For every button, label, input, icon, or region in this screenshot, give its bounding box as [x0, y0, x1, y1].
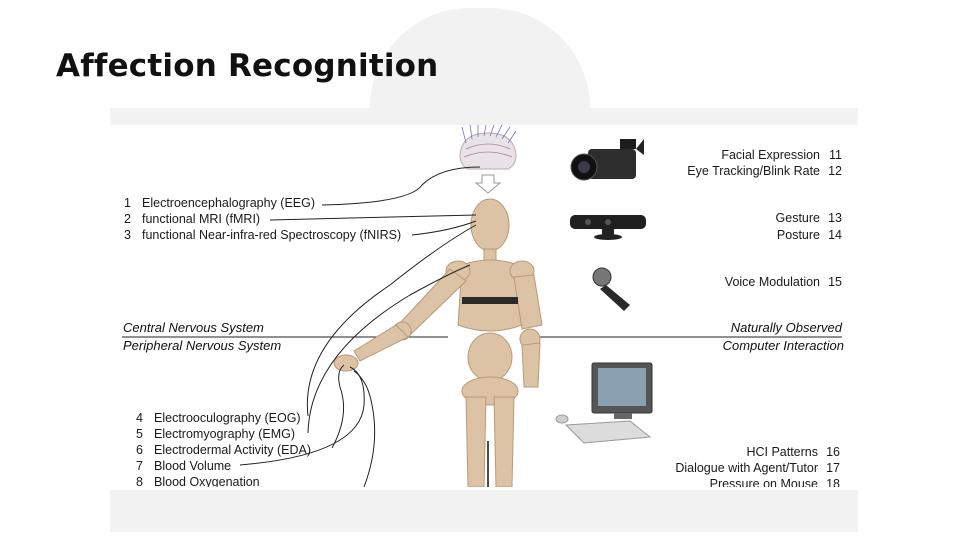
- item-label: Blood Oxygenation: [154, 475, 260, 487]
- item-label: Dialogue with Agent/Tutor: [675, 461, 818, 475]
- computer-icon: [555, 362, 653, 444]
- item-number: 18: [826, 477, 840, 487]
- microphone-icon: [592, 267, 630, 311]
- item-label: Electroencephalography (EEG): [142, 196, 316, 210]
- item-number: 5: [136, 427, 143, 441]
- list-item: 8 Blood Oxygenation: [136, 475, 260, 487]
- list-item: Gesture 13: [776, 211, 842, 226]
- slide-title: Affection Recognition: [56, 48, 439, 84]
- list-item: 5 Electromyography (EMG): [136, 427, 295, 442]
- item-number: 13: [828, 211, 842, 225]
- item-label: Electrodermal Activity (EDA): [154, 443, 311, 457]
- item-label: Gesture: [775, 211, 820, 225]
- item-label: Electrooculography (EOG): [154, 411, 301, 425]
- item-number: 8: [136, 475, 143, 487]
- item-label: functional Near-infra-red Spectroscopy (…: [142, 228, 402, 242]
- list-item: Voice Modulation 15: [725, 275, 842, 290]
- eeg-cap-icon: [459, 125, 517, 194]
- item-number: 17: [826, 461, 840, 475]
- section-naturally-observed: Naturally Observed: [730, 320, 842, 335]
- list-item: 1 Electroencephalography (EEG): [124, 196, 315, 211]
- item-number: 3: [124, 228, 131, 242]
- diagram-graphics: [122, 125, 842, 487]
- watermark-bar-bottom: [110, 490, 858, 532]
- item-label: Posture: [776, 228, 820, 242]
- video-camera-icon: [570, 139, 644, 181]
- list-item: Eye Tracking/Blink Rate 12: [687, 164, 842, 179]
- list-item: 4 Electrooculography (EOG): [136, 411, 301, 426]
- item-label: functional MRI (fMRI): [142, 212, 261, 226]
- list-item: 2 functional MRI (fMRI): [124, 212, 260, 227]
- item-label: Blood Volume: [154, 459, 232, 473]
- list-item: 7 Blood Volume: [136, 459, 231, 474]
- item-label: Eye Tracking/Blink Rate: [687, 164, 820, 178]
- list-item: HCI Patterns 16: [746, 445, 840, 460]
- list-item: Dialogue with Agent/Tutor 17: [675, 461, 840, 476]
- item-label: HCI Patterns: [746, 445, 818, 459]
- chest-strap-sensor: [462, 297, 518, 304]
- item-label: Electromyography (EMG): [154, 427, 296, 441]
- list-item: Pressure on Mouse 18: [710, 477, 840, 487]
- section-central-nervous: Central Nervous System: [123, 320, 264, 335]
- affection-recognition-diagram: 1 Electroencephalography (EEG) 2 functiona…: [110, 125, 858, 487]
- list-item: Posture 14: [777, 228, 842, 243]
- list-item: Facial Expression 11: [721, 148, 842, 163]
- item-number: 14: [828, 228, 842, 242]
- list-item: 3 functional Near-infra-red Spectroscopy …: [124, 228, 401, 243]
- item-number: 7: [136, 459, 143, 473]
- item-number: 15: [828, 275, 842, 289]
- item-number: 4: [136, 411, 143, 425]
- item-number: 12: [828, 164, 842, 178]
- kinect-sensor-icon: [570, 215, 646, 240]
- section-computer-interaction: Computer Interaction: [722, 338, 844, 353]
- wooden-mannequin-figure: [333, 198, 543, 487]
- item-number: 2: [124, 212, 131, 226]
- list-item: 6 Electrodermal Activity (EDA): [136, 443, 311, 458]
- item-number: 6: [136, 443, 143, 457]
- item-number: 11: [829, 148, 842, 162]
- item-number: 16: [826, 445, 840, 459]
- item-label: Facial Expression: [721, 148, 820, 162]
- item-number: 1: [124, 196, 131, 210]
- item-label: Voice Modulation: [724, 275, 820, 289]
- section-peripheral-nervous: Peripheral Nervous System: [123, 338, 282, 353]
- connector-lines: [239, 166, 481, 487]
- item-label: Pressure on Mouse: [709, 477, 818, 487]
